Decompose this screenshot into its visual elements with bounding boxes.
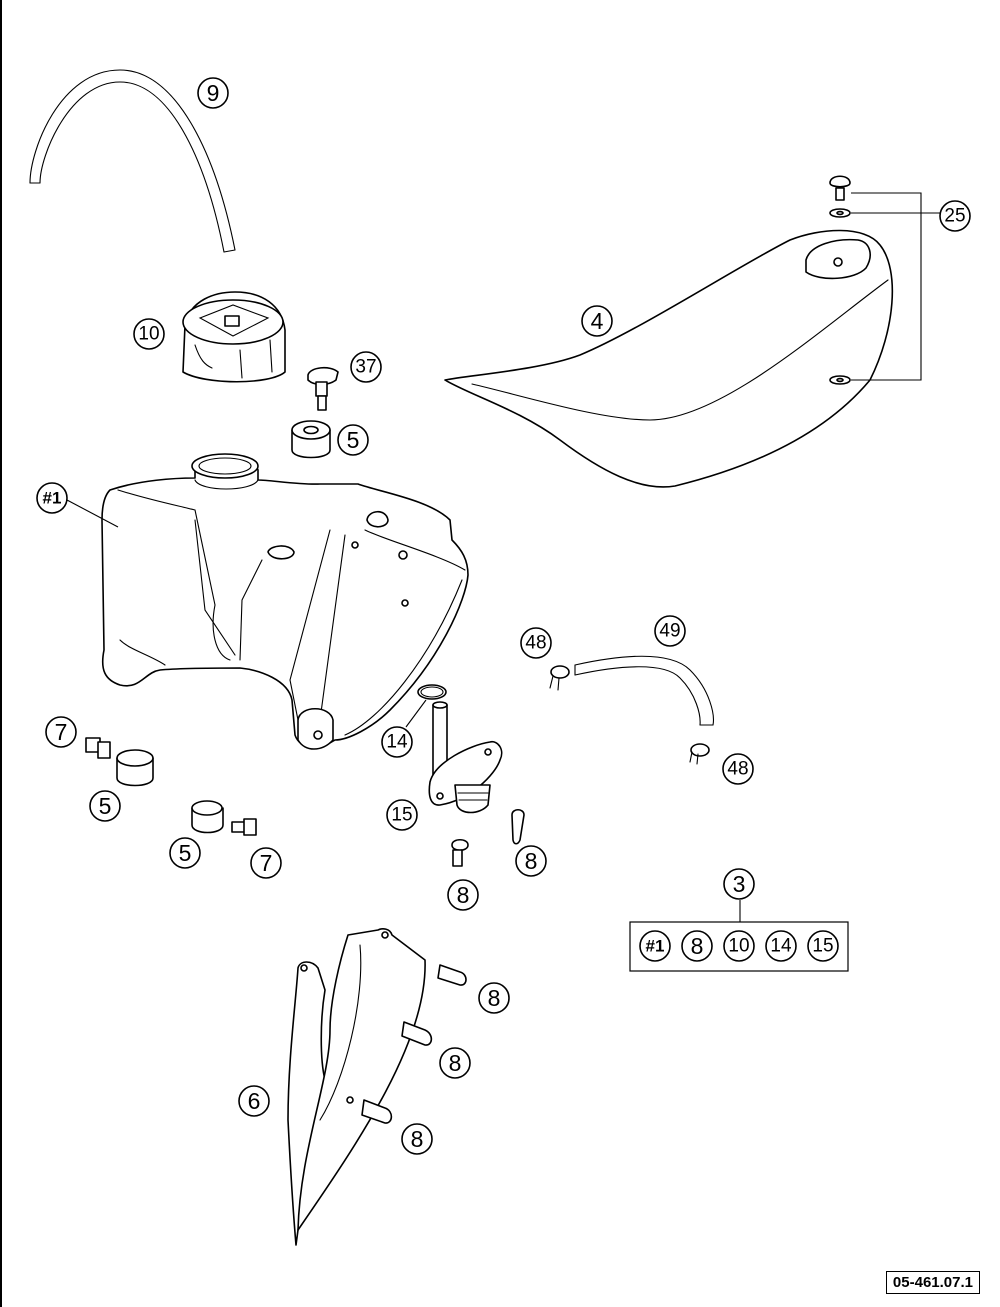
svg-text:8: 8: [525, 848, 538, 874]
fuel-tap-part-15: [428, 701, 503, 814]
callout-7-left: 7: [45, 716, 77, 748]
hose-clamp-part-48-lower: [689, 743, 710, 765]
svg-text:48: 48: [727, 759, 748, 780]
screw-part-8-c: [437, 964, 467, 986]
svg-text:9: 9: [207, 80, 220, 106]
svg-text:6: 6: [248, 1088, 261, 1114]
seat-part-4: [444, 229, 894, 488]
callout-8-e: 8: [401, 1123, 433, 1155]
callout-48-upper: 48: [520, 627, 552, 659]
kit-item-1: #1: [639, 930, 671, 962]
fuel-hose-part-9: [29, 69, 236, 253]
leader-part-1: [66, 499, 119, 528]
svg-text:4: 4: [591, 308, 604, 334]
svg-text:8: 8: [457, 882, 470, 908]
o-ring-part-14: [405, 684, 447, 728]
svg-text:5: 5: [347, 427, 360, 453]
callout-14: 14: [381, 726, 413, 758]
callout-8-b: 8: [447, 879, 479, 911]
callout-6: 6: [238, 1085, 270, 1117]
fuel-tank-part-1: [101, 453, 469, 750]
callout-7-center: 7: [250, 847, 282, 879]
svg-text:3: 3: [733, 871, 746, 897]
bushing-part-5-top: [291, 420, 331, 459]
callout-5-left: 5: [89, 790, 121, 822]
screw-part-8-e: [361, 1099, 393, 1124]
callout-49: 49: [654, 615, 686, 647]
vent-hose-part-49: [574, 655, 714, 726]
callout-3: 3: [723, 868, 755, 900]
screw-part-7-left: [85, 737, 111, 759]
bushing-part-5-left: [116, 749, 154, 787]
kit-item-14: 14: [765, 930, 797, 962]
kit-item-15: 15: [807, 930, 839, 962]
callout-10: 10: [133, 318, 165, 350]
reference-code: 05-461.07.1: [885, 1271, 980, 1294]
fuel-cap-part-10: [182, 291, 286, 383]
kit-item-8: 8: [681, 930, 713, 962]
callout-1: #1: [36, 482, 68, 514]
callout-8-d: 8: [439, 1047, 471, 1079]
bushing-part-5-center: [191, 800, 224, 834]
screw-part-8-d: [401, 1021, 433, 1046]
svg-text:5: 5: [179, 840, 192, 866]
heat-shield-part-6: [287, 928, 426, 1246]
svg-text:48: 48: [525, 633, 546, 654]
svg-text:8: 8: [691, 933, 704, 959]
svg-text:#1: #1: [646, 937, 665, 956]
screw-part-7-center: [231, 818, 257, 836]
screw-part-8-b: [451, 838, 469, 867]
svg-text:25: 25: [944, 206, 965, 227]
svg-text:37: 37: [355, 357, 376, 378]
kit-item-10: 10: [723, 930, 755, 962]
svg-text:10: 10: [728, 936, 749, 957]
callout-5-top: 5: [337, 424, 369, 456]
callout-5-center: 5: [169, 837, 201, 869]
svg-text:7: 7: [55, 719, 68, 745]
svg-text:5: 5: [99, 793, 112, 819]
svg-text:8: 8: [411, 1126, 424, 1152]
svg-text:14: 14: [386, 732, 408, 753]
svg-text:7: 7: [260, 850, 273, 876]
bolt-part-37: [307, 366, 339, 411]
svg-text:8: 8: [488, 985, 501, 1011]
svg-text:15: 15: [391, 805, 412, 826]
svg-text:15: 15: [812, 936, 833, 957]
callout-48-lower: 48: [722, 753, 754, 785]
callout-9: 9: [197, 77, 229, 109]
callout-8-c: 8: [478, 982, 510, 1014]
hose-clamp-part-48-upper: [549, 665, 570, 691]
svg-text:8: 8: [449, 1050, 462, 1076]
callout-15: 15: [386, 799, 418, 831]
seat-fasteners-part-25: [829, 175, 940, 385]
callout-37: 37: [350, 351, 382, 383]
screw-part-8-a: [511, 808, 525, 845]
callout-25: 25: [939, 200, 971, 232]
callout-8-a: 8: [515, 845, 547, 877]
svg-text:#1: #1: [43, 489, 62, 508]
callout-4: 4: [581, 305, 613, 337]
svg-text:10: 10: [138, 324, 159, 345]
svg-text:49: 49: [659, 621, 680, 642]
svg-text:14: 14: [770, 936, 792, 957]
